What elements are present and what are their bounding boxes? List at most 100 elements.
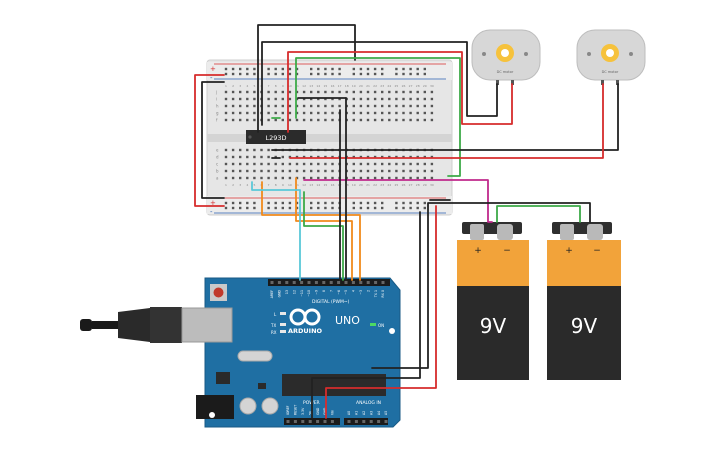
breadboard-hole[interactable] [338, 97, 341, 101]
rail-hole[interactable] [416, 67, 419, 71]
breadboard-hole[interactable] [295, 111, 299, 115]
rail-hole[interactable] [253, 206, 256, 210]
breadboard-hole[interactable] [388, 111, 391, 115]
breadboard-hole[interactable] [310, 162, 313, 166]
breadboard-hole[interactable] [302, 104, 306, 108]
header-pin[interactable] [337, 281, 341, 284]
breadboard-hole[interactable] [224, 111, 228, 115]
breadboard-hole[interactable] [416, 97, 419, 101]
breadboard-hole[interactable] [338, 104, 341, 108]
rail-hole[interactable] [246, 72, 249, 76]
wire-magenta[interactable] [303, 179, 493, 223]
rail-hole[interactable] [246, 206, 249, 210]
breadboard-hole[interactable] [302, 118, 306, 122]
rail-hole[interactable] [331, 201, 334, 205]
breadboard-hole[interactable] [317, 162, 320, 166]
breadboard-hole[interactable] [366, 162, 370, 166]
breadboard-hole[interactable] [246, 169, 249, 173]
rail-hole[interactable] [373, 72, 377, 76]
breadboard-hole[interactable] [409, 97, 412, 101]
breadboard-hole[interactable] [267, 118, 270, 122]
breadboard-hole[interactable] [260, 176, 263, 180]
breadboard-hole[interactable] [253, 104, 256, 108]
breadboard-hole[interactable] [231, 176, 235, 180]
breadboard-hole[interactable] [317, 118, 320, 122]
rail-hole[interactable] [402, 201, 405, 205]
breadboard-hole[interactable] [274, 118, 277, 122]
wire-black[interactable] [201, 81, 225, 199]
breadboard-hole[interactable] [366, 90, 370, 94]
breadboard-hole[interactable] [224, 155, 228, 159]
header-pin[interactable] [330, 420, 334, 423]
header-pin[interactable] [369, 420, 373, 423]
rail-hole[interactable] [281, 206, 284, 210]
breadboard-hole[interactable] [310, 118, 313, 122]
breadboard-hole[interactable] [267, 104, 270, 108]
dc-motor-2[interactable]: DC motor [576, 29, 646, 85]
breadboard-hole[interactable] [310, 90, 313, 94]
wire-orange[interactable] [295, 177, 353, 281]
rail-hole[interactable] [281, 67, 284, 71]
breadboard-hole[interactable] [395, 90, 398, 94]
breadboard-hole[interactable] [274, 111, 277, 115]
l293d-chip[interactable]: L293D [246, 130, 306, 144]
rail-hole[interactable] [267, 72, 270, 76]
breadboard-hole[interactable] [246, 148, 249, 152]
breadboard-hole[interactable] [224, 148, 228, 152]
rail-hole[interactable] [317, 201, 320, 205]
breadboard-hole[interactable] [274, 169, 277, 173]
header-pin[interactable] [292, 281, 296, 284]
breadboard-hole[interactable] [253, 90, 256, 94]
breadboard-hole[interactable] [395, 155, 398, 159]
header-pin[interactable] [354, 420, 358, 423]
wire-green[interactable] [303, 191, 344, 281]
rail-hole[interactable] [310, 67, 313, 71]
breadboard-hole[interactable] [302, 176, 306, 180]
breadboard-hole[interactable] [430, 176, 434, 180]
breadboard-hole[interactable] [317, 169, 320, 173]
rail-hole[interactable] [274, 201, 277, 205]
rail-hole[interactable] [366, 72, 370, 76]
breadboard-hole[interactable] [302, 111, 306, 115]
breadboard-hole[interactable] [331, 155, 334, 159]
rail-hole[interactable] [395, 72, 398, 76]
rail-hole[interactable] [352, 206, 355, 210]
breadboard-hole[interactable] [395, 118, 398, 122]
breadboard-hole[interactable] [359, 90, 363, 94]
breadboard-hole[interactable] [402, 155, 405, 159]
rail-hole[interactable] [331, 206, 334, 210]
breadboard-hole[interactable] [231, 111, 235, 115]
wire-red[interactable] [194, 74, 225, 207]
breadboard-hole[interactable] [331, 162, 334, 166]
breadboard-hole[interactable] [302, 97, 306, 101]
breadboard-hole[interactable] [352, 169, 355, 173]
dc-motor-1[interactable]: DC motor [471, 29, 541, 85]
breadboard-hole[interactable] [373, 169, 377, 173]
breadboard-hole[interactable] [253, 176, 256, 180]
breadboard-hole[interactable] [366, 155, 370, 159]
breadboard-hole[interactable] [281, 155, 284, 159]
rail-hole[interactable] [224, 72, 228, 76]
breadboard-hole[interactable] [246, 155, 249, 159]
breadboard-hole[interactable] [288, 162, 292, 166]
breadboard-hole[interactable] [324, 111, 327, 115]
breadboard-hole[interactable] [310, 97, 313, 101]
breadboard-hole[interactable] [409, 155, 412, 159]
breadboard-hole[interactable] [253, 97, 256, 101]
breadboard-hole[interactable] [253, 169, 256, 173]
breadboard-hole[interactable] [423, 104, 426, 108]
breadboard-hole[interactable] [381, 162, 384, 166]
breadboard-hole[interactable] [402, 176, 405, 180]
breadboard-hole[interactable] [359, 176, 363, 180]
header-pin[interactable] [301, 420, 305, 423]
rail-hole[interactable] [366, 201, 370, 205]
breadboard-hole[interactable] [373, 118, 377, 122]
breadboard-hole[interactable] [373, 104, 377, 108]
breadboard-hole[interactable] [260, 155, 263, 159]
breadboard-hole[interactable] [423, 169, 426, 173]
breadboard-hole[interactable] [231, 118, 235, 122]
breadboard-hole[interactable] [288, 118, 292, 122]
breadboard-hole[interactable] [388, 90, 391, 94]
rail-hole[interactable] [253, 67, 256, 71]
rail-hole[interactable] [416, 72, 419, 76]
